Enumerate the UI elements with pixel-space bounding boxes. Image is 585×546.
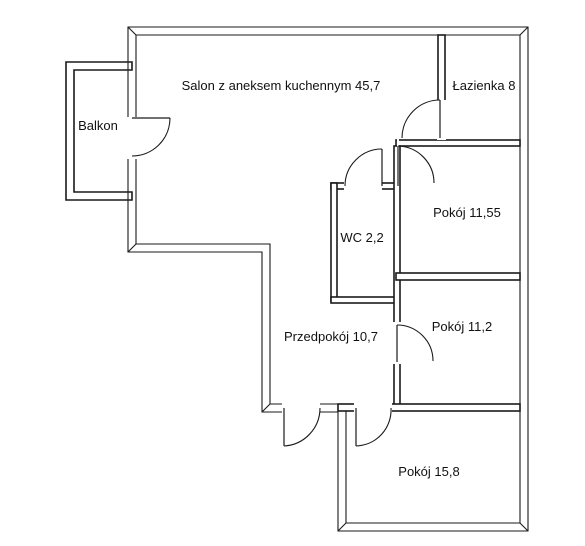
door-room-1155 — [397, 145, 435, 186]
door-wc — [344, 148, 383, 187]
room-label-pokoj-158: Pokój 15,8 — [398, 464, 459, 479]
room-label-wc: WC 2,2 — [340, 230, 383, 245]
door-bathroom — [401, 99, 441, 139]
room-label-salon: Salon z aneksem kuchennym 45,7 — [182, 78, 381, 93]
room-label-balkon: Balkon — [78, 118, 118, 133]
interior-walls — [330, 34, 521, 412]
door-balcony — [131, 117, 171, 157]
door-room-158 — [355, 407, 392, 447]
door-entrance — [283, 407, 321, 447]
door-room-112 — [396, 324, 434, 362]
room-label-pokoj-112: Pokój 11,2 — [432, 319, 492, 334]
room-label-przedpokoj: Przedpokój 10,7 — [284, 329, 378, 344]
room-label-lazienka: Łazienka 8 — [453, 78, 516, 93]
room-label-pokoj-1155: Pokój 11,55 — [433, 205, 501, 220]
balcony-walls — [65, 61, 133, 201]
